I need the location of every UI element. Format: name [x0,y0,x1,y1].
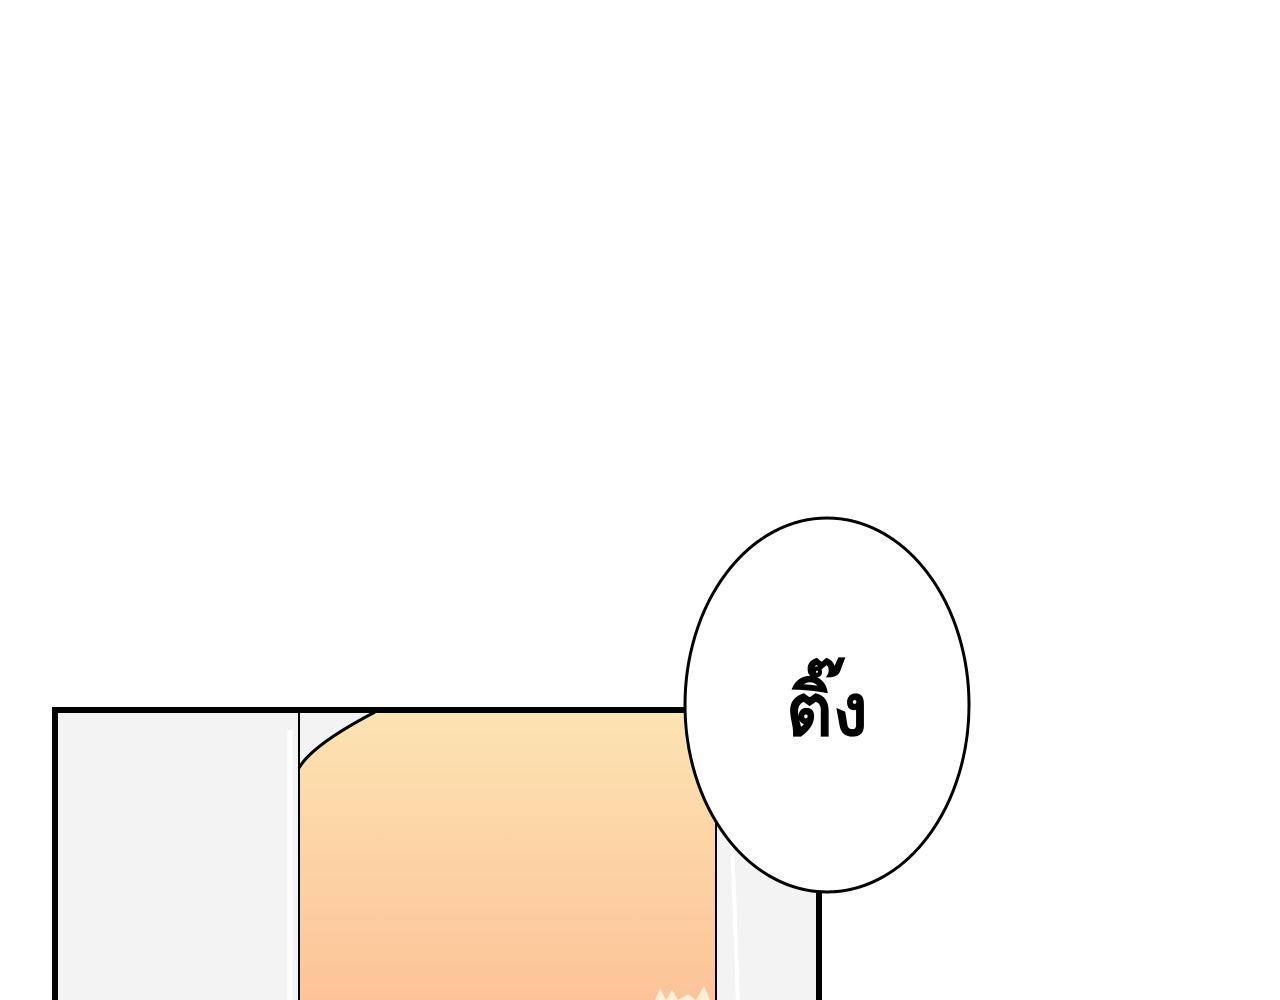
speech-bubble [683,516,971,894]
doorway-light [300,712,716,1000]
speech-bubble-text: ติ๊ง [786,668,868,752]
wall-highlight-right [730,839,740,1000]
light-burst [655,986,710,1000]
door-edge-curve [297,710,376,769]
